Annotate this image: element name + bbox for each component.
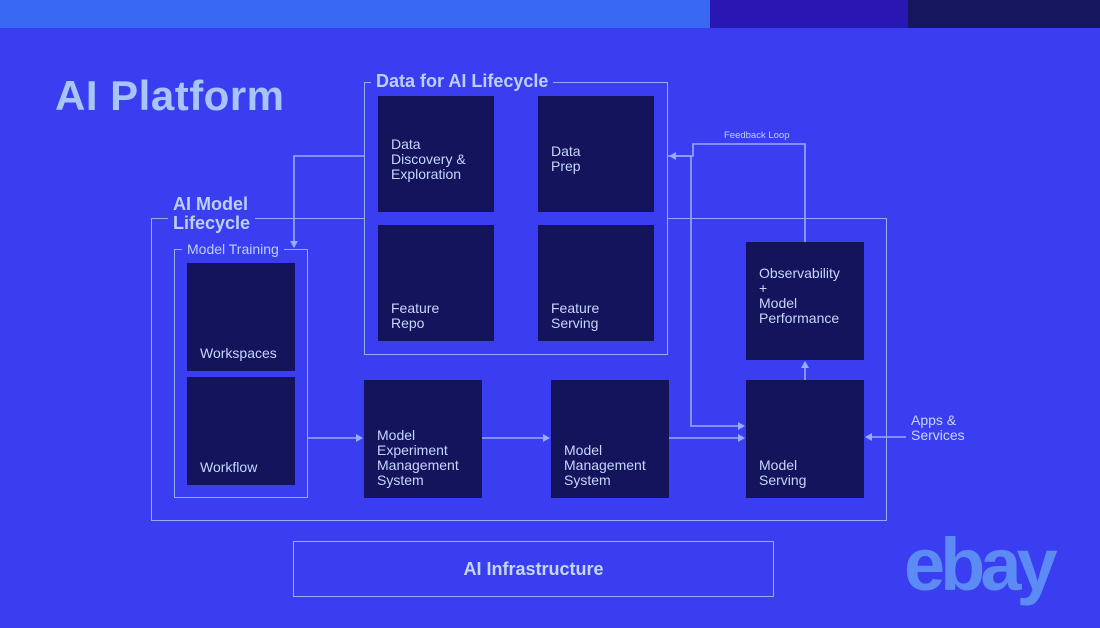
arrow-data-to-training — [290, 155, 364, 248]
workflow-box: Workflow — [187, 377, 295, 485]
model-serving-text: Model Serving — [759, 457, 807, 488]
data-discovery-text: Data Discovery & Exploration — [391, 135, 466, 182]
model-training-label: Model Training — [182, 240, 284, 259]
model-serving-box: Model Serving — [746, 380, 864, 498]
feature-serving-box: Feature Serving — [538, 225, 654, 341]
model-experiment-text: Model Experiment Management System — [377, 427, 459, 488]
data-lifecycle-label: Data for AI Lifecycle — [371, 72, 554, 91]
observability-box: Observability + Model Performance — [746, 242, 864, 360]
arrow-feedback-loop — [669, 143, 806, 242]
feature-serving-text: Feature Serving — [551, 300, 600, 331]
data-prep-box: Data Prep — [538, 96, 654, 212]
top-bar-segment-2 — [710, 0, 908, 28]
ai-infrastructure-box: AI Infrastructure — [293, 541, 774, 597]
data-prep-text: Data Prep — [551, 143, 581, 174]
apps-services-label: Apps & Services — [911, 412, 965, 443]
arrow-data-to-serving — [668, 155, 745, 430]
ebay-logo: ebay — [904, 523, 1058, 606]
model-management-text: Model Management System — [564, 442, 646, 488]
feature-repo-text: Feature Repo — [391, 300, 440, 331]
top-bar-segment-3 — [908, 0, 1100, 28]
data-discovery-box: Data Discovery & Exploration — [378, 96, 494, 212]
workflow-text: Workflow — [200, 459, 258, 475]
feature-repo-box: Feature Repo — [378, 225, 494, 341]
model-experiment-box: Model Experiment Management System — [364, 380, 482, 498]
model-lifecycle-label: AI Model Lifecycle — [168, 195, 256, 233]
observability-text: Observability + Model Performance — [759, 265, 840, 326]
workspaces-text: Workspaces — [200, 345, 277, 361]
page-title: AI Platform — [55, 72, 285, 119]
workspaces-box: Workspaces — [187, 263, 295, 371]
top-bar-segment-1 — [0, 0, 710, 28]
feedback-loop-label: Feedback Loop — [724, 130, 790, 141]
model-management-box: Model Management System — [551, 380, 669, 498]
